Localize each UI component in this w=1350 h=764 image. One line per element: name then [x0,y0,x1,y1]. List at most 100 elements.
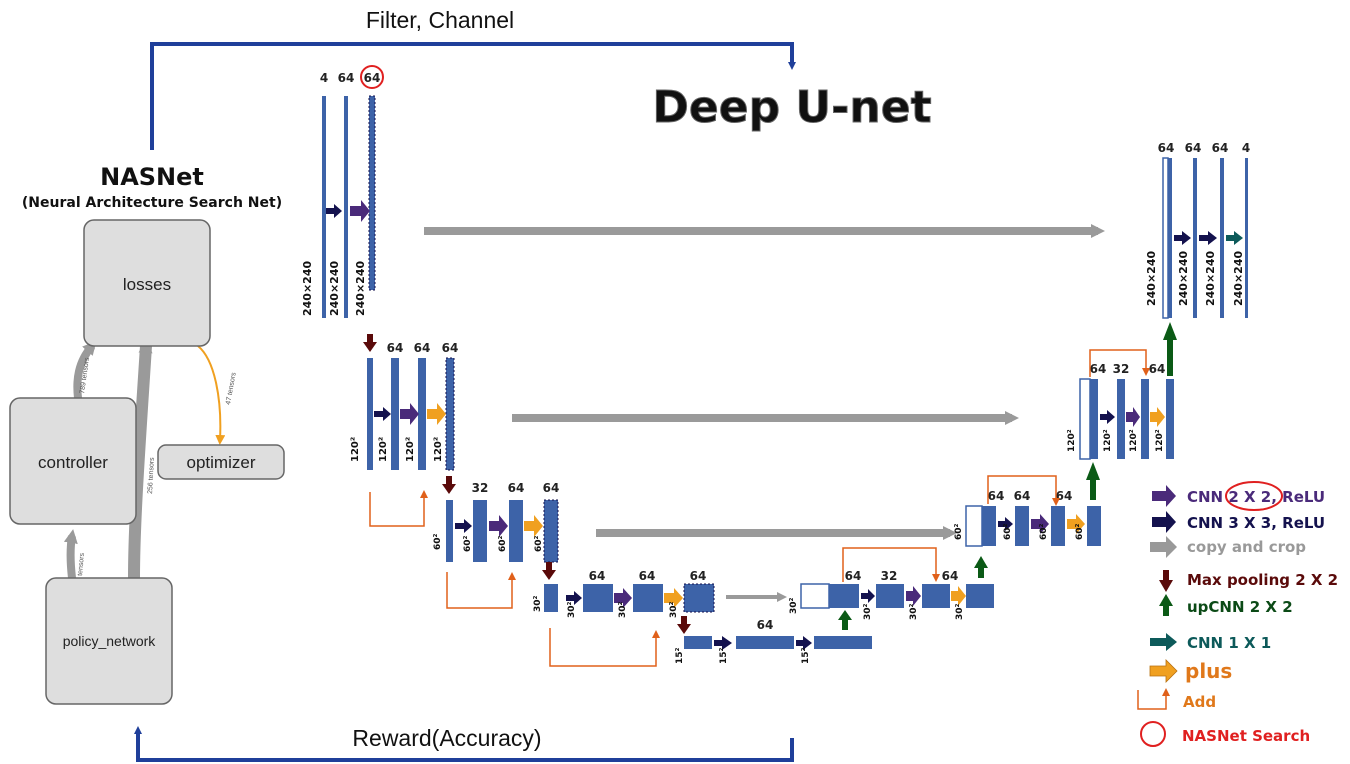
upcnn-arrow [1086,462,1100,500]
node-controller [9,397,137,525]
circle-icon [1225,481,1283,511]
legend-item-up: upCNN 2 X 2 [1159,594,1293,616]
channel-label: 64 [690,569,707,583]
feature-bar [344,96,348,318]
size-label: 60² [463,535,473,552]
maxpool-arrow [363,334,377,352]
cnn3-arrow [796,636,812,650]
unet-diagram: 4 64 64 240×240 240×240 240×240 64 64 64 [301,65,1250,667]
decoder-level-1: 64 64 64 4 240×240 240×240 240×240 240×2… [1145,141,1250,319]
cnn3-arrow [374,407,391,421]
arrow-right-icon [1152,485,1176,507]
size-label: 30² [567,601,577,618]
arrow-up-icon [1159,594,1173,616]
cnn3-arrow [455,519,472,533]
legend-label: plus [1185,659,1232,683]
nasnet-search-circle [360,65,384,89]
plus-arrow [951,586,966,606]
size-label: 120² [1129,429,1139,452]
channel-label: 64 [1149,362,1166,376]
decoder-level-2: 64 32 64 120² 120² 120² 120² [1067,322,1177,460]
maxpool-arrow [442,476,456,494]
cnn1-arrow [1226,231,1243,245]
channel-label: 64 [414,341,431,355]
plus-arrow [524,515,543,537]
feature-bar [829,584,859,608]
size-label: 30² [909,603,919,620]
channel-label: 64 [387,341,404,355]
legend-label: NASNet Search [1182,727,1310,745]
feature-bar [633,584,663,612]
channel-label: 64 [589,569,606,583]
reward-arrow [134,726,794,762]
cropped-copy [965,505,983,547]
channel-label: 64 [1014,489,1031,503]
cnn3-arrow [1100,410,1115,424]
arrow-right-icon [1150,536,1177,558]
cropped-copy [1162,157,1169,319]
circle-icon [1140,721,1166,747]
size-label: 60² [433,533,443,550]
cnn2-arrow [614,588,632,608]
legend-item-copy: copy and crop [1150,536,1306,558]
feature-bar [1245,158,1248,318]
cnn3-arrow [1174,231,1191,245]
reward-label: Reward(Accuracy) [352,725,541,751]
size-label: 30² [955,603,965,620]
legend-label: CNN 3 X 3, ReLU [1187,514,1325,532]
edge-controller-losses [73,340,97,399]
legend-label-part: 2 X 2, [1228,488,1277,506]
legend-label: copy and crop [1187,538,1306,556]
feature-bar [1117,379,1125,459]
cnn2-arrow [350,200,370,222]
cnn2-arrow [400,403,419,425]
size-label: 240×240 [1232,251,1245,306]
encoder-level-3: 32 64 64 60² 60² 60² 60² [433,481,559,609]
size-label: 240×240 [354,261,367,316]
cropped-copy [800,583,830,609]
size-label: 120² [433,437,444,462]
feature-bar [391,358,399,470]
upcnn-arrow [1163,322,1177,376]
channel-label: 64 [338,71,355,85]
maxpool-arrow [542,562,556,580]
size-label: 30² [618,601,628,618]
add-connector [987,475,1060,506]
channel-label: 32 [1113,362,1130,376]
channel-label: 4 [320,71,328,85]
feature-bar [367,358,373,470]
feature-bar [1051,506,1065,546]
channel-label: 32 [881,569,898,583]
feature-bar [583,584,613,612]
add-connector [446,572,516,609]
plus-arrow [1067,514,1085,534]
size-label: 120² [1067,429,1077,452]
size-label: 60² [1039,523,1049,540]
cnn3-arrow [998,517,1013,531]
feature-bar [509,500,523,562]
upcnn-arrow [838,610,852,630]
diagram-title: Deep U-net [652,82,931,133]
feature-bar [982,506,996,546]
legend-item-cnn3: CNN 3 X 3, ReLU [1152,511,1325,533]
arrow-right-icon [1150,633,1177,651]
node-optimizer [157,444,285,480]
add-connector [549,628,660,667]
maxpool-arrow [677,616,691,634]
cropped-copy [1079,378,1091,460]
channel-label: 64 [1185,141,1202,155]
feature-bar [922,584,950,608]
edge-label-tensors: tensors [77,552,86,576]
arrow-right-icon [1149,659,1178,683]
channel-label: 4 [1242,141,1250,155]
cnn2-arrow [906,586,921,606]
size-label: 240×240 [1145,251,1158,306]
bottleneck-level: 64 15² 15² 15² [675,610,872,664]
feature-bar [814,636,872,649]
filter-channel-arrow [150,42,796,150]
legend-item-search: NASNet Search [1140,721,1310,747]
feature-bar [1168,158,1172,318]
legend-item-cnn1: CNN 1 X 1 [1150,633,1271,652]
cnn3-arrow [326,204,342,218]
size-label: 120² [1155,429,1165,452]
